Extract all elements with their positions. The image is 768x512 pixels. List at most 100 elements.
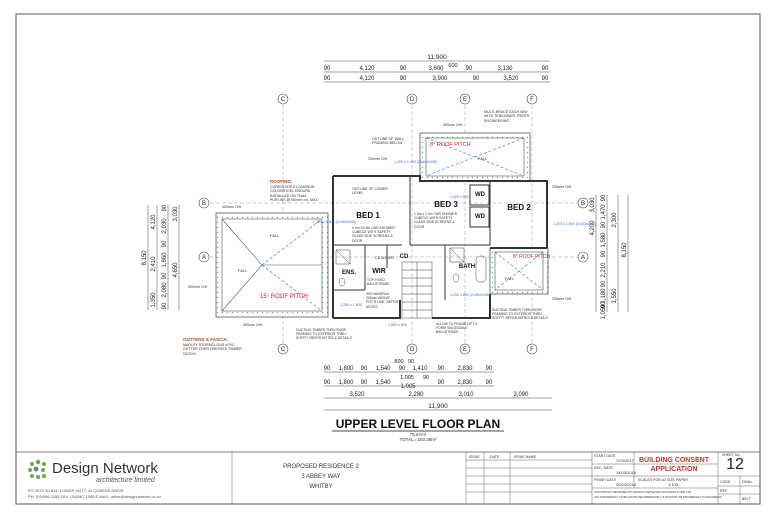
svg-text:90: 90	[361, 380, 368, 386]
svg-text:90: 90	[399, 366, 406, 372]
svg-text:F: F	[530, 347, 534, 353]
svg-text:3,520: 3,520	[349, 392, 365, 398]
grid-bubble-a-right: A	[577, 251, 589, 263]
svg-text:90: 90	[438, 380, 445, 386]
roof-pitch-right: 8° ROOF PITCH	[513, 254, 550, 260]
window-label: 1,800 x 800	[388, 323, 407, 327]
company-name: Design Network	[52, 460, 158, 477]
grid-bubbles: C D E F B A B A	[198, 93, 589, 355]
note-roofing-title: ROOFING:	[270, 179, 293, 184]
svg-text:3,520: 3,520	[503, 76, 519, 82]
room-label-bed1: BED 1	[356, 211, 380, 220]
note-overhang: 300mm O/H	[552, 185, 572, 189]
svg-text:90: 90	[361, 366, 368, 372]
title-block-text: ISSUE DATE ISSUE NAME START DATE 7/03/20…	[469, 453, 753, 501]
code-label: CODE	[720, 480, 731, 484]
svg-text:90: 90	[486, 366, 493, 372]
issue-header: DATE	[490, 455, 500, 459]
left-dimensions: 8,150 1,350 2,410 4,120 90 2,080 90 1,86…	[142, 204, 180, 310]
window-label: 1,200 x 800 (2140x0445)	[450, 293, 490, 297]
title-block	[231, 452, 760, 504]
sheet-no-label: SHEET No.	[722, 453, 741, 457]
svg-text:A: A	[581, 255, 585, 261]
start-date: 7/03/2017	[616, 458, 635, 463]
svg-text:3,030: 3,030	[173, 206, 179, 222]
room-label-cd: CD	[400, 254, 409, 260]
svg-text:90: 90	[408, 359, 414, 365]
fall-label: FALL	[270, 233, 280, 238]
svg-text:3,090: 3,090	[513, 392, 529, 398]
note-overhang: 300mm O/H	[243, 323, 263, 327]
dim-top-row2: 90 4,120 90 3,900 90 3,520 90	[324, 76, 549, 82]
svg-text:90: 90	[601, 280, 607, 287]
fall-label: FALL	[238, 268, 248, 273]
company-address: P.O BOX 30-814, LOWER HUTT, 44 QUEENS DR…	[28, 488, 124, 493]
ref-label: REF	[720, 489, 728, 493]
room-label-ens: ENS.	[342, 270, 356, 276]
note-multibrace: MULTI-BRACE EACH WAY WITH TENSIONER, REF…	[484, 110, 530, 123]
svg-text:2,300: 2,300	[612, 212, 618, 228]
grid-bubble-b-left: B	[198, 197, 210, 209]
roof-top: 8° ROOF PITCH FALL	[419, 132, 531, 182]
svg-text:3,010: 3,010	[458, 392, 474, 398]
svg-text:E: E	[463, 347, 467, 353]
svg-text:1,410: 1,410	[412, 366, 428, 372]
upper-area: 75.67m²	[410, 432, 427, 437]
grid-bubble-c-top: C	[277, 93, 289, 105]
status-badge: BUILDING CONSENT APPLICATION	[638, 456, 710, 474]
note-shower-bath: 1.5m x 1.0m CNR SHOWER CUBICLE WITH SAFE…	[414, 212, 458, 229]
finish-date: 09/04/2018	[616, 482, 637, 487]
svg-text:90: 90	[542, 66, 549, 72]
company-address-block: P.O BOX 30-814, LOWER HUTT, 44 QUEENS DR…	[28, 488, 168, 500]
dim-bottom-row1: 90 1,800 90 1,540 90 1,410 90 2,830 90	[324, 366, 493, 372]
svg-text:1,005: 1,005	[400, 375, 414, 381]
svg-text:4,200: 4,200	[590, 220, 596, 236]
note-handrail: 900 HANDRAIL 300mm ABOVE PITCH LINE. REF…	[366, 292, 399, 309]
svg-text:90: 90	[162, 204, 168, 211]
window-label: 1,400 x 2,400 (2140x0445)	[394, 160, 437, 164]
svg-text:1,540: 1,540	[375, 366, 391, 372]
note-overhang: 300mm O/H	[368, 157, 388, 161]
svg-text:90: 90	[324, 76, 331, 82]
dim-top-center: 600	[448, 63, 457, 69]
grid-bubble-d-bottom: D	[406, 343, 418, 355]
svg-text:2,830: 2,830	[457, 380, 473, 386]
rec-date-label: REC. DATE	[594, 466, 614, 470]
dim-bottom-row3: 3,520 2,280 3,010 3,090	[349, 392, 529, 398]
exterior-walls	[332, 175, 548, 319]
svg-text:1,800: 1,800	[338, 380, 354, 386]
project-name: PROPOSED RESIDENCE 2	[283, 464, 359, 470]
svg-text:90: 90	[601, 250, 607, 257]
notes: ROOFING: CORRUGATED LONGRUN COLORSTEEL E…	[183, 110, 596, 356]
room-label-wd: WD	[475, 192, 486, 198]
svg-text:1,540: 1,540	[375, 380, 391, 386]
svg-text:F: F	[530, 97, 534, 103]
grid-bubble-e-top: E	[459, 93, 471, 105]
svg-text:1,580: 1,580	[601, 232, 607, 248]
right-dimensions: 4,200 3,030 90 1,470 90 1,580 90 2,210 9…	[590, 194, 629, 320]
sheet-border	[15, 13, 761, 505]
svg-text:B: B	[581, 201, 585, 207]
svg-text:2,280: 2,280	[408, 392, 424, 398]
note-allow-frame: ALLOW TO FRAME UP TO FORM 34A DOUBLE BAL…	[436, 322, 478, 335]
dim-bottom-row1-above: 800 90	[394, 359, 414, 365]
project-town: WHITBY	[309, 484, 333, 490]
rec-date: 14/03/2018	[616, 470, 637, 475]
note-overhang: 300mm O/H	[188, 285, 208, 289]
grid-bubble-f-bottom: F	[526, 343, 538, 355]
room-label-wir: WIR	[372, 268, 386, 275]
svg-text:3,030: 3,030	[590, 197, 596, 213]
svg-text:3,900: 3,900	[432, 76, 448, 82]
grid-bubble-d-top: D	[406, 93, 418, 105]
grid-bubble-b-right: B	[577, 197, 589, 209]
bottom-dimensions: 800 90 90 1,800 90 1,540 90 1,410 90 2,8…	[324, 359, 552, 411]
note-gutters-body: MARLEY STORMCLOUD uPVC GUTTER OVER DRESS…	[183, 343, 242, 356]
svg-text:B: B	[202, 201, 206, 207]
window-label: 1,200 x 1,800	[340, 303, 362, 307]
window-label: 1,200 x 1,800 (2140x0445)	[553, 222, 596, 226]
svg-text:90: 90	[466, 66, 473, 72]
svg-text:90: 90	[473, 76, 480, 82]
svg-text:90: 90	[486, 380, 493, 386]
company-sub: architecture limited	[96, 477, 155, 484]
